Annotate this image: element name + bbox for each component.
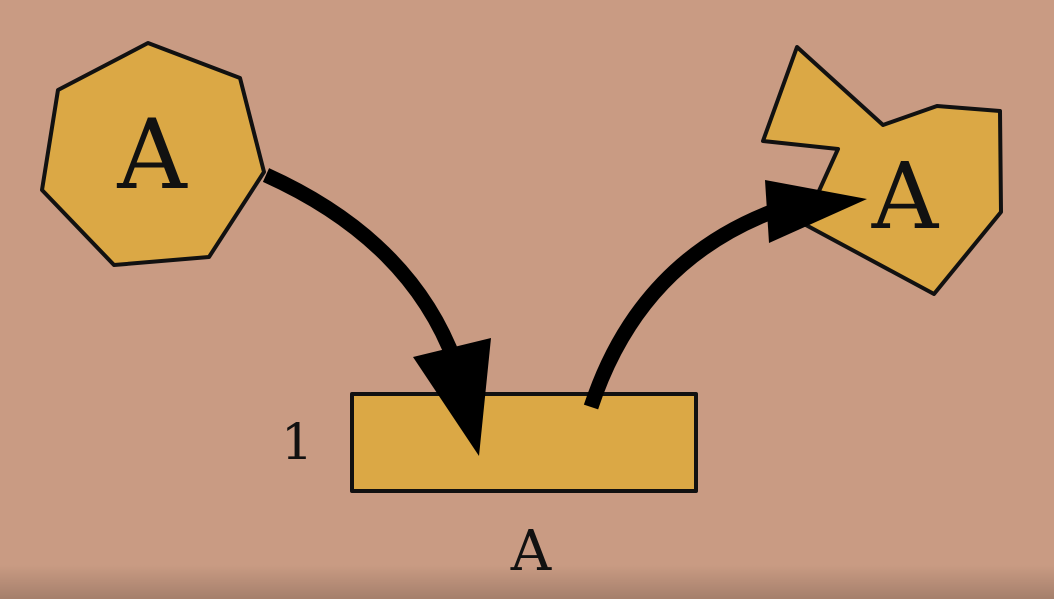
memory-cell-index-label: 1 bbox=[281, 413, 313, 471]
arrow-up-head bbox=[765, 180, 867, 243]
curved-arrow-up-icon bbox=[583, 180, 867, 410]
source-heptagon-node: A bbox=[40, 41, 266, 267]
target-polygon-node: A bbox=[761, 45, 1003, 296]
source-heptagon-label: A bbox=[116, 99, 188, 211]
arrow-down-head bbox=[413, 338, 491, 456]
memory-cell-box bbox=[350, 392, 698, 493]
arrow-down-shaft bbox=[262, 168, 463, 365]
memory-cell: 1 A bbox=[281, 392, 698, 584]
target-polygon-label: A bbox=[871, 143, 940, 250]
paper-bottom-shade bbox=[0, 565, 1054, 599]
memory-cell-caption: A bbox=[510, 519, 552, 584]
target-polygon-shape bbox=[761, 45, 1003, 296]
arrow-up-shaft bbox=[583, 200, 785, 410]
source-heptagon-shape bbox=[40, 41, 266, 267]
curved-arrow-down-icon bbox=[262, 168, 491, 456]
